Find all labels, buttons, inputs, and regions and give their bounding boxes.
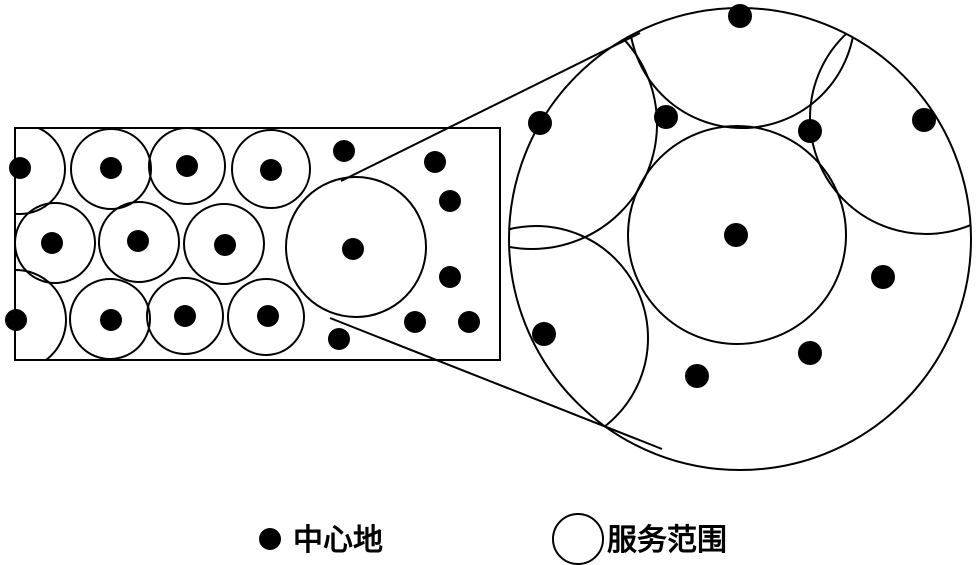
zoom-connector-lines (329, 32, 663, 450)
central-place-dot (100, 309, 122, 331)
service-area-circle (231, 129, 311, 209)
service-area-circle (809, 8, 971, 235)
central-place-dot (176, 155, 198, 177)
central-place-dot (532, 322, 556, 346)
central-place-dot (528, 111, 552, 135)
legend-service-circle-icon (552, 513, 604, 565)
legend: 中心地 服务范围 (259, 513, 727, 565)
central-place-dot (333, 140, 355, 162)
central-place-dot (342, 238, 364, 260)
central-place-dot (127, 230, 149, 252)
legend-service-label: 服务范围 (607, 523, 727, 558)
legend-center-dot-icon (259, 528, 281, 550)
central-place-dot (728, 4, 752, 28)
central-place-dot (798, 119, 822, 143)
central-place-dot (5, 309, 27, 331)
central-place-dot (404, 311, 426, 333)
central-place-dot (654, 105, 678, 129)
central-place-dot (328, 328, 350, 350)
service-area-circle (227, 278, 305, 356)
magnified-region (508, 4, 972, 471)
service-area-circle (183, 203, 265, 285)
central-place-dot (424, 151, 446, 173)
central-place-dot (439, 266, 461, 288)
service-area-circle (15, 128, 66, 215)
service-area-circle (627, 125, 847, 345)
region-rectangle (14, 127, 501, 361)
central-place-dot (871, 265, 895, 289)
central-place-dot (260, 159, 282, 181)
service-area-circle-focus (285, 176, 427, 318)
central-place-dot (100, 157, 122, 179)
legend-center-label: 中心地 (293, 523, 383, 558)
central-place-dot (724, 223, 748, 247)
central-place-dot (458, 311, 480, 333)
central-place-dot (912, 108, 936, 132)
service-area-circle (15, 202, 96, 284)
central-place-dot (798, 341, 822, 365)
central-place-dot (41, 232, 63, 254)
central-place-dot (685, 364, 709, 388)
central-place-dot (214, 234, 236, 256)
service-area-circle (148, 128, 226, 205)
service-area-circle (98, 201, 180, 283)
central-place-dot (9, 157, 31, 179)
central-place-dot (174, 305, 196, 327)
rectangle-region (5, 127, 501, 361)
service-area-circle (146, 277, 224, 355)
central-place-dot (257, 305, 279, 327)
central-place-dot (439, 190, 461, 212)
